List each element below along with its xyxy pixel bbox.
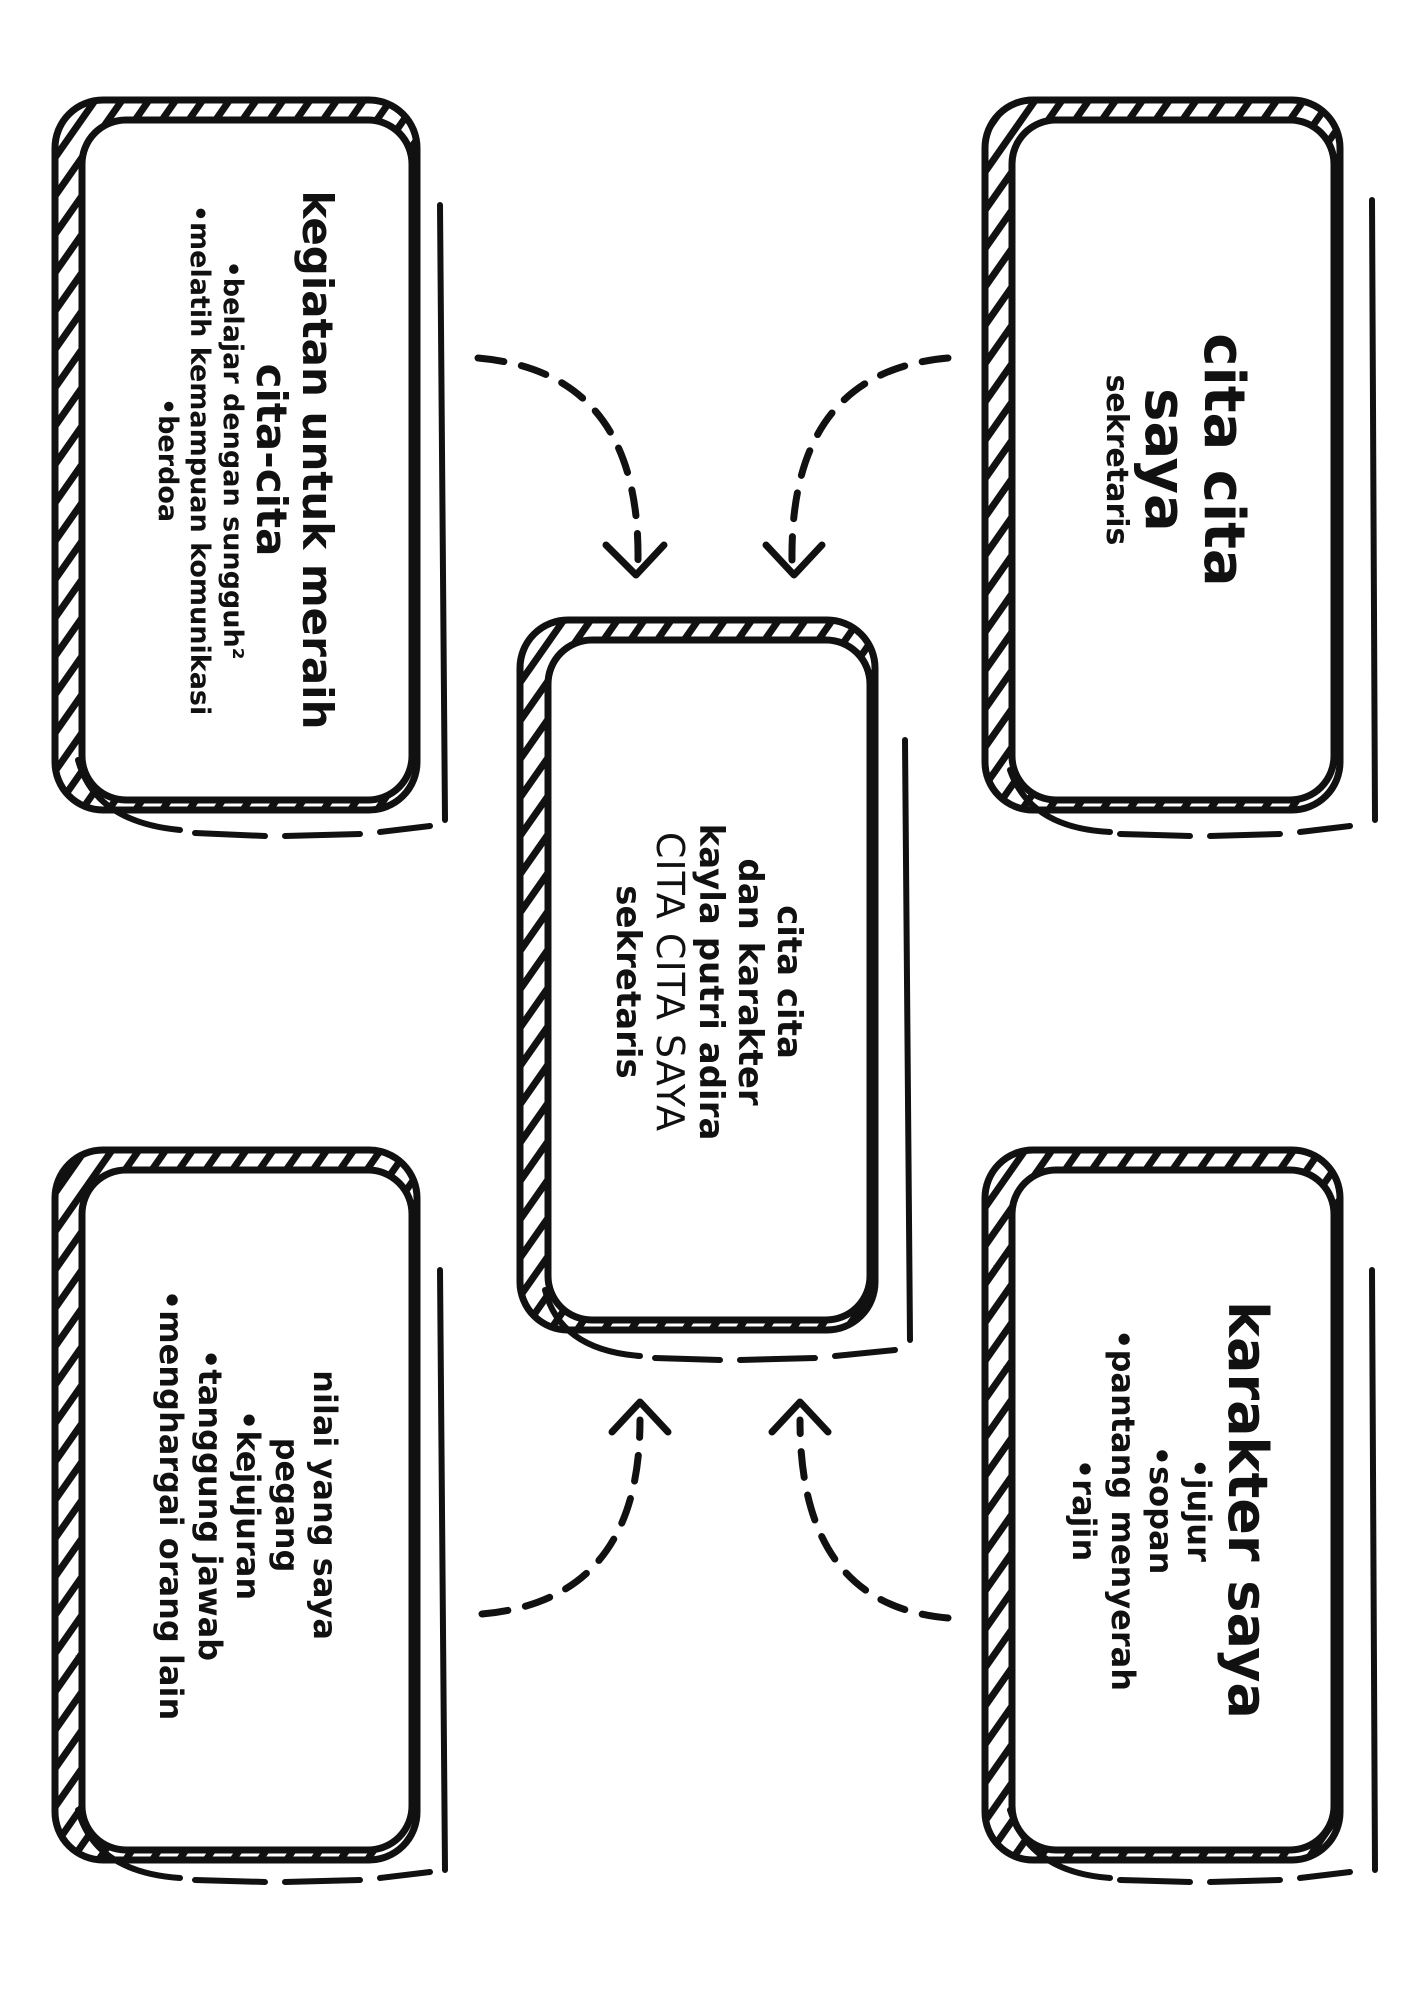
box-center [516,616,913,1363]
center-line-3: kayla putri adira [690,823,731,1141]
center-subtitle: CITA CITA SAYA [647,831,692,1133]
kegiatan-title-line-2: cita-cita [246,363,296,557]
karakter-text: karakter saya •jujur •sopan •pantang men… [1065,1210,1280,1810]
arrow-karakter-to-center [768,1398,952,1622]
nilai-item: •menghargai orang lain [152,1289,191,1721]
box-nilai [51,1146,448,1885]
box-karakter [981,1146,1378,1885]
kegiatan-item: •berdoa [151,397,183,523]
box-cita-cita-saya [981,96,1378,839]
kegiatan-item: •belajar dengan sungguh² [216,260,248,660]
center-line-1: cita cita [769,905,810,1059]
nilai-text: nilai yang saya pegang •kejujuran •tangg… [152,1205,344,1805]
arrow-cita-to-center [762,354,952,579]
cita-cita-title-line-1: cita cita [1190,333,1256,587]
center-line-2: dan karakter [729,858,770,1106]
nilai-title-line-1: nilai yang saya [305,1370,344,1640]
arrow-nilai-to-center [478,1398,672,1618]
box-kegiatan [51,96,448,839]
kegiatan-title-line-1: kegiatan untuk meraih [292,190,342,730]
center-text: cita cita dan karakter kayla putri adira… [608,682,810,1282]
karakter-title: karakter saya [1216,1301,1280,1719]
karakter-item: •pantang menyerah [1103,1329,1142,1691]
nilai-item: •tanggung jawab [190,1348,229,1662]
center-job: sekretaris [608,885,649,1079]
cita-cita-value: sekretaris [1099,374,1135,546]
nilai-title-line-2: pegang [267,1437,306,1573]
kegiatan-item: •melatih kemampuan komunikasi [184,204,216,716]
arrow-kegiatan-to-center [474,354,668,579]
karakter-item: •rajin [1065,1458,1104,1562]
karakter-item: •sopan [1142,1445,1181,1575]
cita-cita-text: cita cita saya sekretaris [1098,160,1256,760]
karakter-item: •jujur [1180,1458,1219,1562]
nilai-item: •kejujuran [229,1409,268,1601]
kegiatan-text: kegiatan untuk meraih cita-cita •belajar… [150,150,342,770]
cita-cita-title-line-2: saya [1132,388,1197,532]
